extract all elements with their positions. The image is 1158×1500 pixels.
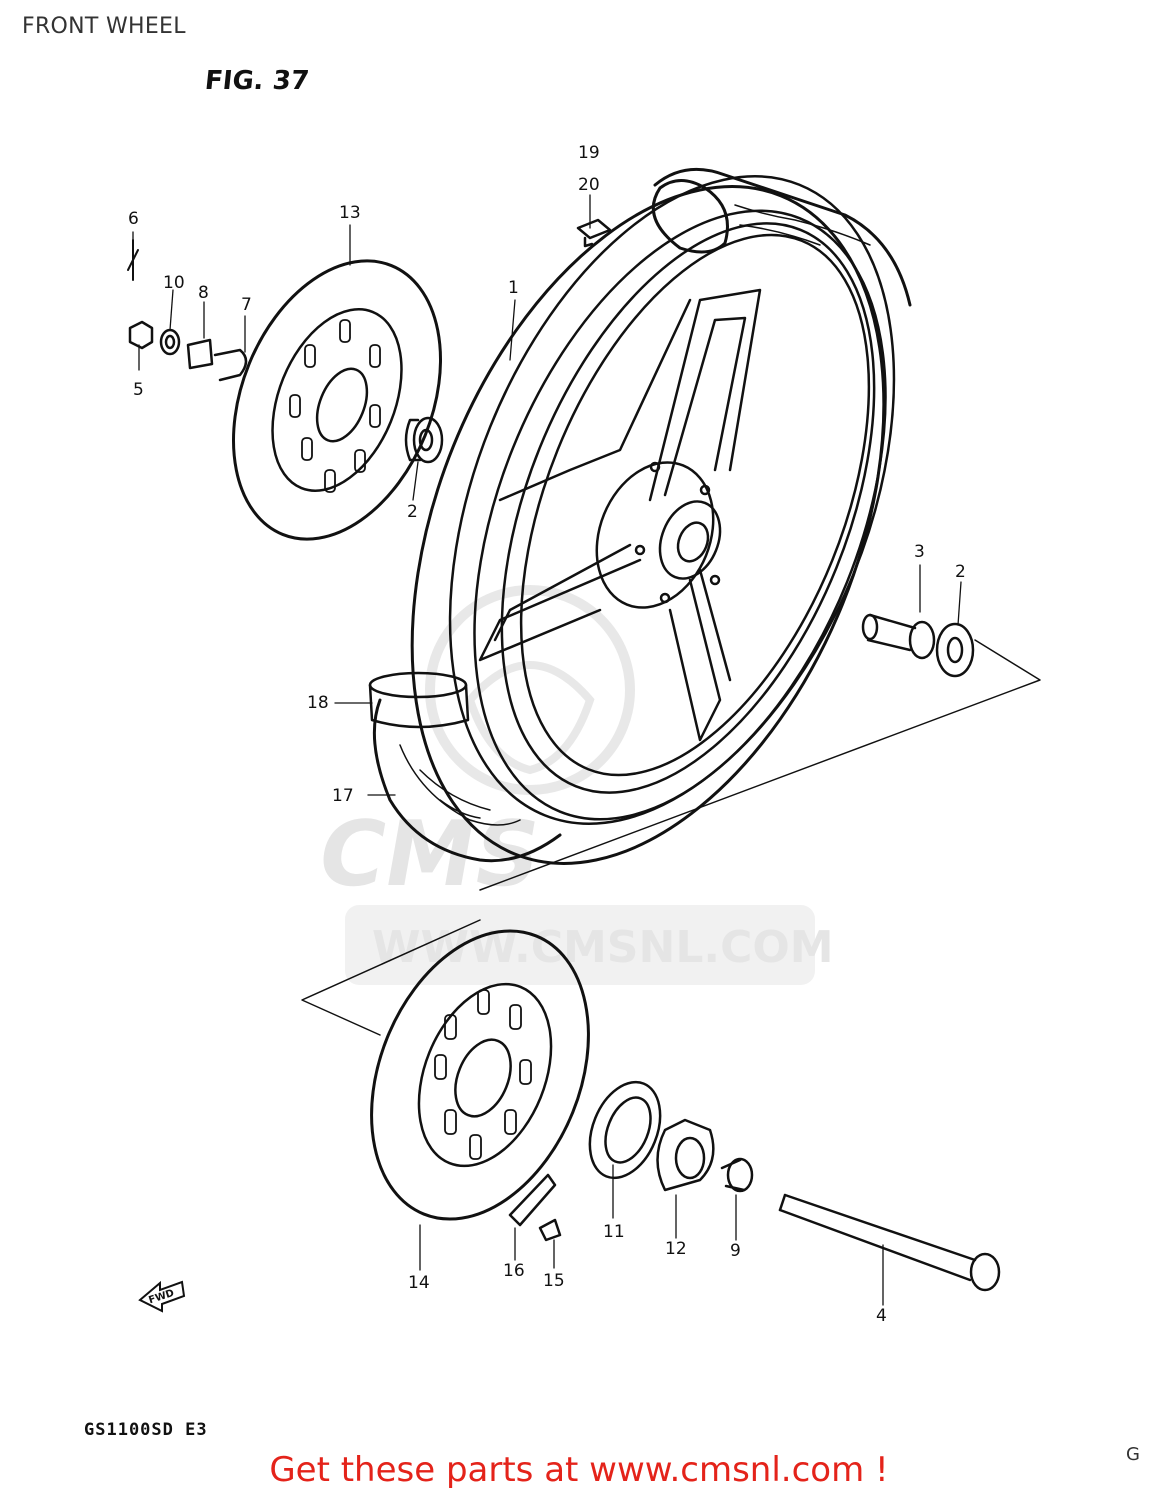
bearing-2-left [404,416,444,464]
callout-4: 4 [876,1306,887,1326]
spacer-9 [720,1157,754,1193]
watermark-logo-ring [425,585,635,795]
brake-disc-13 [232,259,442,541]
callout-20: 20 [578,175,600,195]
callout-18: 18 [307,693,329,713]
cap-18 [368,671,470,729]
callout-6: 6 [128,209,139,229]
callout-1: 1 [508,278,519,298]
bolt-15 [538,1218,562,1242]
assembly-line-lower [301,919,481,1036]
callout-16: 16 [503,1261,525,1281]
lock-plate-16 [508,1173,557,1227]
corner-mark: G [1126,1444,1140,1465]
callout-19: 19 [578,143,600,163]
callout-14: 14 [408,1273,430,1293]
wheel-hub [595,461,722,609]
model-code: GS1100SD E3 [84,1420,208,1440]
callouts: 1 2 2 3 4 5 6 7 8 9 10 11 12 13 14 15 16… [128,143,966,1326]
callout-17: 17 [332,786,354,806]
axle-parts-right [861,613,975,678]
callout-15: 15 [543,1271,565,1291]
watermark-banner [345,905,815,985]
watermark-logo-face [465,661,595,775]
watermark-text: WWW.CMSNL.COM [372,922,834,973]
front-axle-4 [778,1193,1001,1292]
promo-link[interactable]: Get these parts at www.cmsnl.com ! [269,1450,889,1490]
valve-19-20 [576,218,612,248]
axle-parts-left [127,239,248,382]
callout-3: 3 [914,542,925,562]
callout-11: 11 [603,1222,625,1242]
callout-2-right: 2 [955,562,966,582]
wheel-spokes [478,288,762,742]
brake-disc-14 [370,929,590,1221]
dust-seal-11 [588,1080,662,1180]
page-title: FRONT WHEEL [22,14,186,39]
callout-10: 10 [163,273,185,293]
callout-13: 13 [339,203,361,223]
callout-2-left: 2 [407,502,418,522]
leader-lines [132,194,962,1306]
callout-12: 12 [665,1239,687,1259]
fwd-arrow: FWD [138,1280,186,1313]
callout-7: 7 [241,295,252,315]
callout-9: 9 [730,1241,741,1261]
callout-8: 8 [198,283,209,303]
wheel-rim [473,209,887,821]
callout-5: 5 [133,380,144,400]
speedometer-gear-12 [656,1118,715,1192]
assembly-line-upper [479,639,1041,891]
watermark-logo-text: CMS [310,803,549,907]
